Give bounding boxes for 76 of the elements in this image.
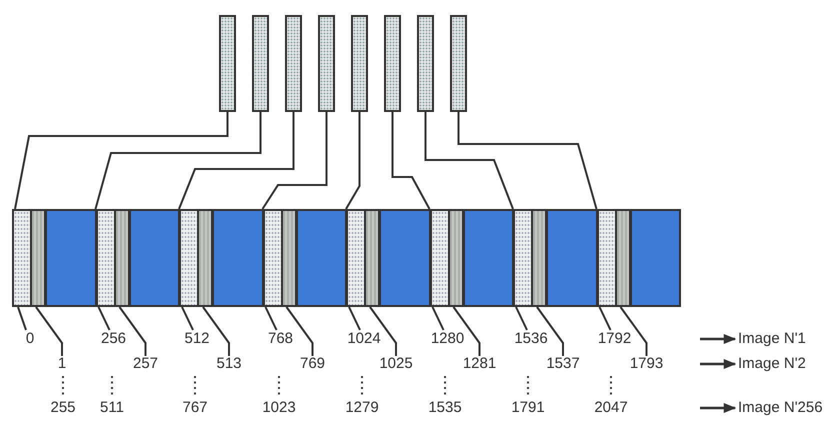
marker-stripe [178, 211, 199, 305]
index-label: 513 [207, 355, 251, 373]
connector-line [424, 112, 514, 210]
sensor-bar [252, 15, 269, 112]
sensor-bar [384, 15, 401, 112]
leader-line [536, 306, 564, 356]
marker-stripe [428, 211, 450, 305]
index-label: 1281 [458, 355, 502, 373]
track-stripe [533, 211, 548, 305]
index-label: 511 [100, 399, 124, 417]
track-stripe [282, 211, 298, 305]
image-label: Image N'1 [738, 330, 806, 348]
index-label: 0 [8, 330, 52, 348]
index-label: 768 [258, 330, 302, 348]
leader-line [17, 306, 27, 330]
sensor-bar [417, 15, 434, 112]
leader-line [35, 306, 63, 356]
arrow [700, 359, 736, 369]
sensor-bar [219, 15, 236, 112]
marker-stripe [14, 211, 32, 305]
leader-line [181, 306, 194, 330]
connector-line [14, 112, 228, 210]
leader-line [286, 306, 314, 356]
leader-line [598, 306, 612, 330]
index-label: 1536 [509, 330, 553, 348]
index-label: 1537 [541, 355, 585, 373]
marker-stripe [596, 211, 616, 305]
leader-line [452, 306, 480, 356]
index-label: 1791 [511, 399, 545, 417]
track-stripe [199, 211, 214, 305]
arrow [700, 403, 736, 413]
index-label: 1535 [428, 399, 462, 417]
track-stripe [366, 211, 381, 305]
marker-stripe [512, 211, 533, 305]
index-label: 1024 [342, 330, 386, 348]
sensor-bar [351, 15, 368, 112]
sensor-bar [318, 15, 335, 112]
image-label: Image N'2 [738, 355, 806, 373]
image-strip [12, 209, 681, 307]
index-label: 1280 [426, 330, 470, 348]
marker-stripe [262, 211, 282, 305]
leader-line [264, 306, 278, 330]
connector-line [94, 112, 262, 210]
index-label: 512 [175, 330, 219, 348]
sensor-bar [285, 15, 302, 112]
leader-line [202, 306, 230, 356]
leader-line [369, 306, 397, 356]
track-stripe [616, 211, 632, 305]
index-label: 1793 [624, 355, 668, 373]
index-label: 767 [182, 399, 208, 417]
connector-line [458, 112, 598, 210]
leader-line [118, 306, 146, 356]
marker-stripe [94, 211, 116, 305]
index-label: 1 [40, 355, 84, 373]
leader-line [432, 306, 444, 330]
index-label: 1279 [345, 399, 379, 417]
arrow [700, 334, 736, 344]
index-label: 257 [124, 355, 168, 373]
leader-line [620, 306, 648, 356]
sensor-bar [450, 15, 467, 112]
index-label: 1792 [592, 330, 636, 348]
index-label: 255 [50, 399, 76, 417]
leader-line [98, 306, 110, 330]
index-label: 769 [290, 355, 334, 373]
track-stripe [116, 211, 130, 305]
track-stripe [32, 211, 47, 305]
connector-line [392, 112, 430, 210]
index-label: 1025 [374, 355, 418, 373]
leader-line [348, 306, 361, 330]
index-label: 256 [92, 330, 136, 348]
index-label: 1023 [262, 399, 296, 417]
leader-line [515, 306, 528, 330]
marker-stripe [345, 211, 366, 305]
index-label: 2047 [594, 399, 628, 417]
track-stripe [450, 211, 464, 305]
image-label: Image N'256 [738, 399, 823, 417]
